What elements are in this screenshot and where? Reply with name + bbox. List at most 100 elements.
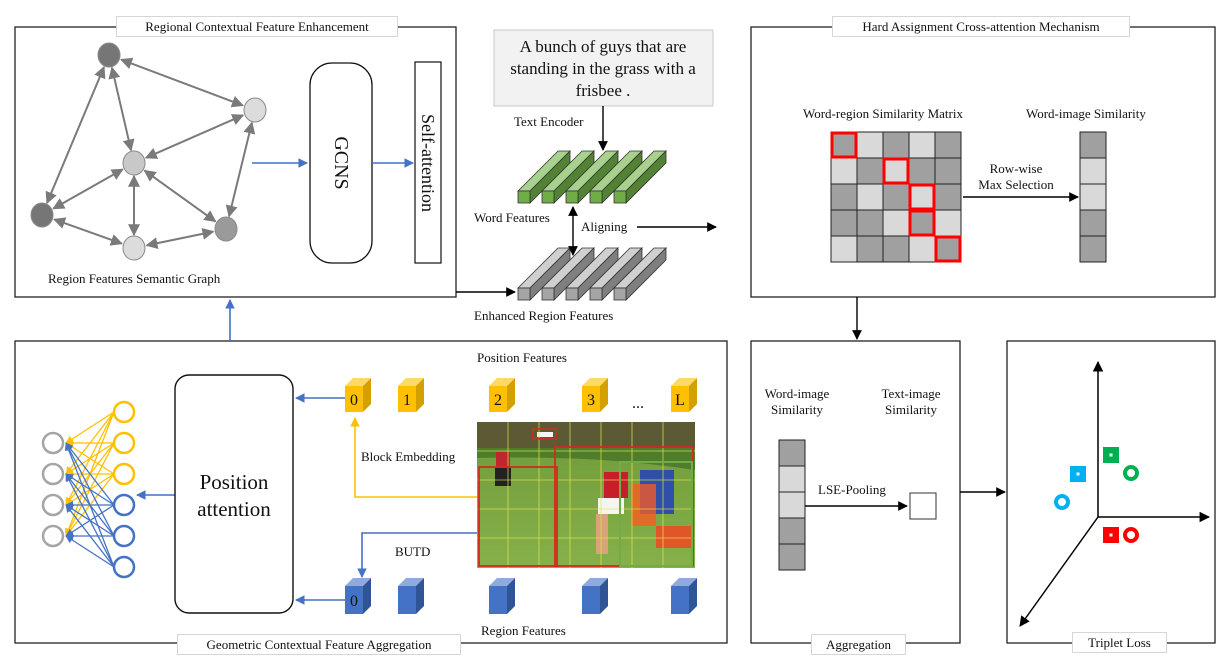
matrix-cell xyxy=(934,209,962,237)
region-feature-cubes: 0 xyxy=(345,578,697,614)
photo-trees xyxy=(477,422,695,448)
region-feature-cube xyxy=(489,578,515,614)
photo-player-mid-legs xyxy=(596,514,608,554)
region-features-label: Region Features xyxy=(481,623,566,638)
word-feature-bar xyxy=(541,150,595,204)
word-feature-bar xyxy=(517,150,571,204)
position-feature-cube-side xyxy=(507,378,515,412)
region-feature-bar xyxy=(589,247,643,301)
word-feature-bar-front xyxy=(565,190,579,204)
matrix-cell xyxy=(882,157,910,185)
region-feature-bar-front xyxy=(517,287,531,301)
triplet-point-circle xyxy=(1123,527,1139,543)
region-feature-cube-side xyxy=(416,578,424,614)
fusion-network xyxy=(41,400,136,579)
network-input-node xyxy=(41,431,65,455)
caption-line-2: standing in the grass with a xyxy=(510,59,696,78)
hacm-title: Hard Assignment Cross-attention Mechanis… xyxy=(832,16,1130,37)
region-feature-cube-label: 0 xyxy=(350,593,358,610)
matrix-cell xyxy=(830,131,858,159)
position-feature-cube: 0 xyxy=(345,378,371,412)
graph-edge xyxy=(108,66,135,152)
region-feature-cube xyxy=(671,578,697,614)
region-feature-bar xyxy=(613,247,667,301)
vector-cell xyxy=(1079,183,1107,211)
self-attention-label: Self-attention xyxy=(418,114,438,212)
photo-box-frisbee xyxy=(532,428,557,440)
network-output-node xyxy=(112,462,136,486)
graph-edge xyxy=(143,169,217,223)
network-output-node xyxy=(112,431,136,455)
photo-hill xyxy=(477,448,695,470)
region-feature-cube-top xyxy=(671,578,697,586)
word-features-label: Word Features xyxy=(474,210,550,225)
network-edge xyxy=(65,442,115,506)
hacm-module-frame xyxy=(750,26,1216,298)
graph-edges xyxy=(45,57,256,250)
photo-box-right xyxy=(619,461,693,567)
matrix-cell xyxy=(856,235,884,263)
graph-edge xyxy=(120,57,244,108)
graph-node xyxy=(122,235,146,261)
aligning-label: Aligning xyxy=(581,219,628,234)
region-feature-bar xyxy=(565,247,619,301)
matrix-cell xyxy=(882,183,910,211)
triplet-point-dot xyxy=(1109,453,1113,457)
vector-cell xyxy=(1079,209,1107,237)
graph-edge xyxy=(144,114,245,159)
graph-label: Region Features Semantic Graph xyxy=(48,271,221,286)
region-feature-cube-side xyxy=(600,578,608,614)
text-encoder-label: Text Encoder xyxy=(514,114,584,129)
caption-box xyxy=(493,29,714,107)
region-feature-cube-front xyxy=(582,586,600,614)
position-features-label: Position Features xyxy=(477,350,567,365)
word-region-similarity-matrix xyxy=(830,131,962,263)
axis-z xyxy=(1019,516,1099,627)
region-feature-cube-front xyxy=(671,586,689,614)
region-feature-cube-side xyxy=(507,578,515,614)
word-feature-bar-front xyxy=(589,190,603,204)
position-feature-cube: 1 xyxy=(398,378,424,412)
region-feature-cube-side xyxy=(689,578,697,614)
graph-nodes xyxy=(30,42,267,261)
aggregation-word-image-vector xyxy=(778,439,806,571)
position-feature-cube-label: 0 xyxy=(350,392,358,409)
region-feature-cube-top xyxy=(345,578,371,586)
word-feature-bar-front xyxy=(613,190,627,204)
matrix-cell xyxy=(856,209,884,237)
gcfa-title: Geometric Contextual Feature Aggregation xyxy=(177,634,461,655)
region-feature-bar xyxy=(541,247,595,301)
matrix-cell xyxy=(908,209,936,237)
enhanced-region-features-label: Enhanced Region Features xyxy=(474,308,613,323)
network-edge xyxy=(64,442,115,568)
region-feature-cube xyxy=(582,578,608,614)
region-feature-cube-front xyxy=(398,586,416,614)
graph-node xyxy=(122,150,146,176)
region-feature-cube-top xyxy=(398,578,424,586)
triplet-points xyxy=(1054,447,1139,543)
position-feature-cube-front xyxy=(671,386,689,412)
matrix-cell xyxy=(934,157,962,185)
graph-node xyxy=(97,42,121,68)
matrix-highlight xyxy=(908,183,936,211)
triplet-module-frame xyxy=(1006,340,1216,644)
word-feature-bar xyxy=(613,150,667,204)
position-feature-cube-side xyxy=(600,378,608,412)
matrix-cell xyxy=(908,183,936,211)
agg-text-image-label-1: Text-image xyxy=(881,386,940,401)
region-feature-bar-front xyxy=(565,287,579,301)
graph-edge xyxy=(45,65,106,205)
matrix-highlight xyxy=(830,131,858,159)
region-feature-cube-side xyxy=(363,578,371,614)
region-feature-cube xyxy=(398,578,424,614)
matrix-cell xyxy=(856,157,884,185)
word-image-vector-label: Word-image Similarity xyxy=(1026,106,1146,121)
region-feature-cube: 0 xyxy=(345,578,371,614)
photo-player-mid-shirt xyxy=(604,472,628,498)
position-feature-cube-side xyxy=(689,378,697,412)
agg-vector-cell xyxy=(778,465,806,493)
matrix-label: Word-region Similarity Matrix xyxy=(803,106,963,121)
matrix-cell xyxy=(830,235,858,263)
row-wise-label-1: Row-wise xyxy=(990,161,1043,176)
block-embedding-label: Block Embedding xyxy=(361,449,456,464)
